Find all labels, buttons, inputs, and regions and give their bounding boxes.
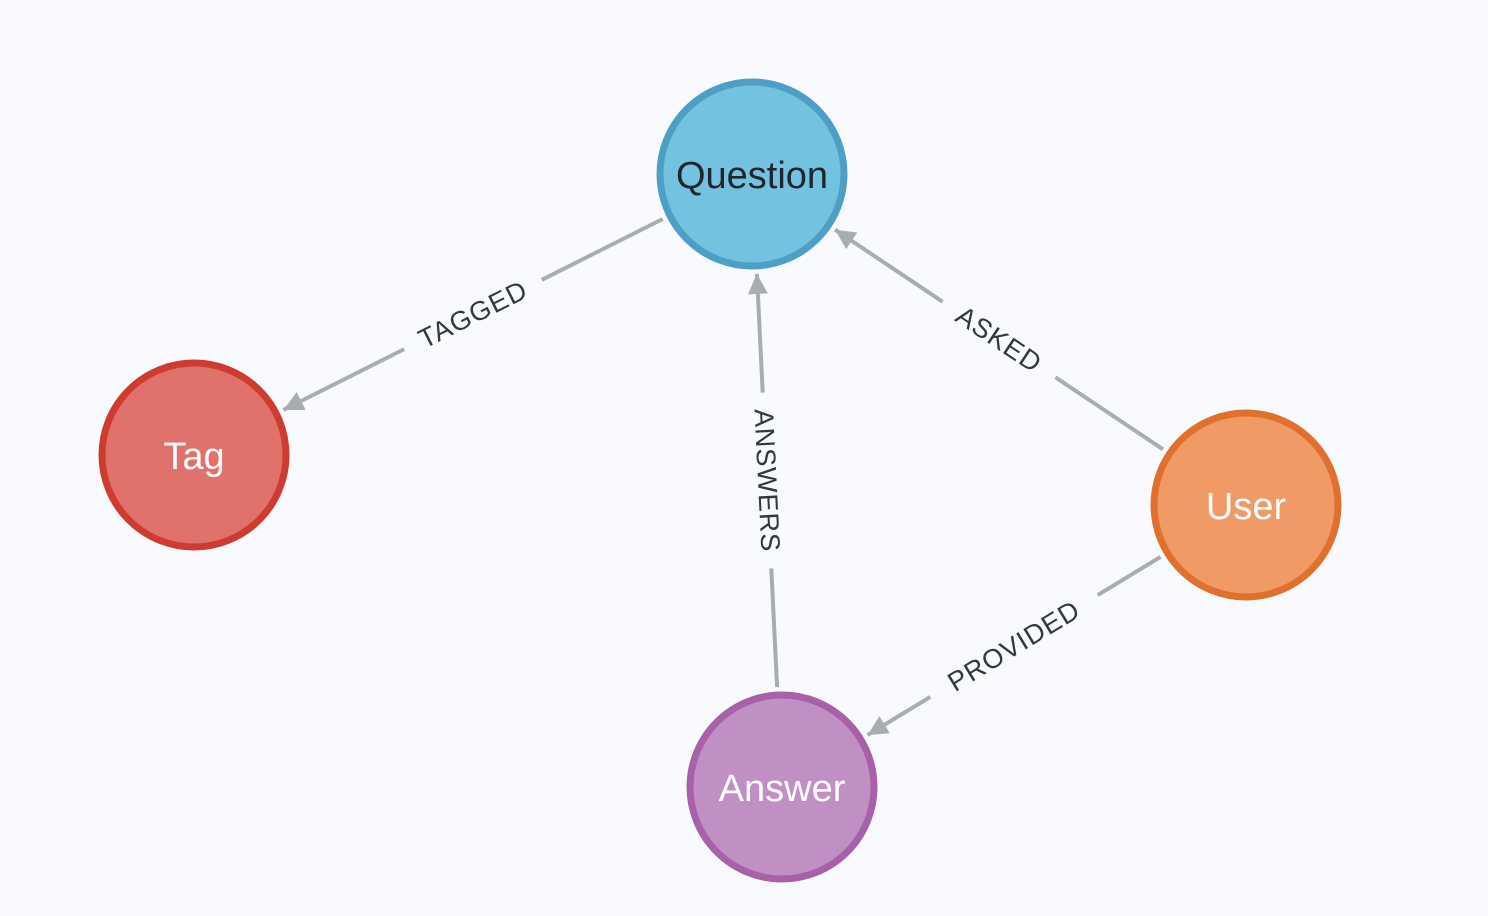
node-question[interactable]: Question bbox=[656, 78, 848, 270]
node-tag[interactable]: Tag bbox=[98, 359, 290, 551]
node-answer-circle[interactable] bbox=[686, 691, 878, 883]
relationship-answers-label[interactable]: ANSWERS bbox=[749, 408, 786, 553]
relationship-provided-label-bg bbox=[920, 578, 1108, 714]
node-question-label[interactable]: Question bbox=[676, 155, 828, 197]
relationship-tagged[interactable]: TAGGED bbox=[282, 217, 664, 412]
node-user[interactable]: User bbox=[1150, 409, 1342, 601]
relationship-asked[interactable]: ASKED bbox=[833, 228, 1165, 451]
node-question-circle[interactable] bbox=[656, 78, 848, 270]
relationship-provided[interactable]: PROVIDED bbox=[866, 555, 1162, 737]
node-user-circle[interactable] bbox=[1150, 409, 1342, 601]
relationship-answers-label-bg bbox=[743, 391, 791, 570]
relationship-provided-label[interactable]: PROVIDED bbox=[943, 594, 1086, 697]
node-answer[interactable]: Answer bbox=[686, 691, 878, 883]
relationship-tagged-label-bg bbox=[395, 262, 551, 367]
node-tag-label[interactable]: Tag bbox=[163, 436, 224, 478]
node-user-label[interactable]: User bbox=[1206, 486, 1287, 528]
node-answer-label[interactable]: Answer bbox=[719, 768, 846, 810]
relationship-asked-label-bg bbox=[931, 285, 1067, 394]
relationship-answers[interactable]: ANSWERS bbox=[743, 273, 791, 688]
node-tag-circle[interactable] bbox=[98, 359, 290, 551]
